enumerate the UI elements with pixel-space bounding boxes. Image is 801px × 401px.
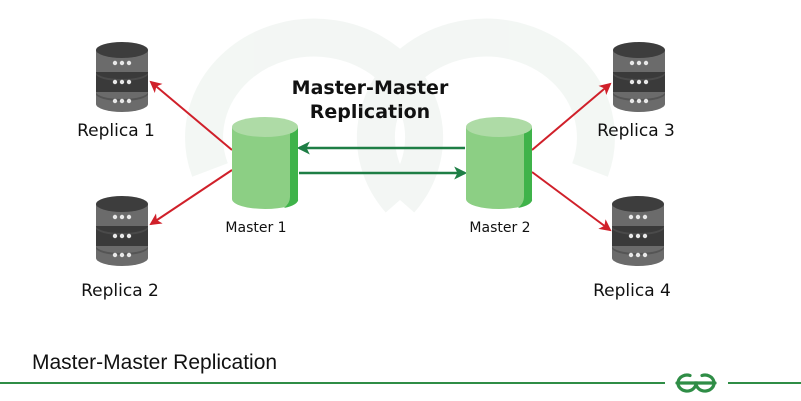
replica-1-label: Replica 1	[77, 121, 155, 141]
gfg-logo-icon	[675, 373, 717, 393]
replica-3-label: Replica 3	[597, 121, 675, 141]
replica-4-label: Replica 4	[593, 281, 671, 301]
master-2-label: Master 2	[469, 220, 531, 236]
arrow-master2-to-replica3	[531, 82, 612, 151]
replica-3-database-icon	[613, 42, 665, 112]
diagram-title: Master-Master Replication	[292, 76, 449, 124]
watermark-logo	[185, 18, 615, 213]
arrow-master1-to-replica2	[149, 169, 233, 226]
master-2-cylinder-icon	[466, 117, 533, 209]
replica-2-label: Replica 2	[81, 281, 159, 301]
diagram-title-line2: Replication	[309, 101, 431, 123]
arrow-master1-to-replica1	[149, 80, 233, 151]
figure-caption: Master-Master Replication	[32, 351, 278, 374]
replica-1-database-icon	[96, 42, 148, 112]
replica-2-database-icon	[96, 196, 148, 266]
master-1-label: Master 1	[225, 220, 287, 236]
arrow-master2-to-replica4	[531, 171, 612, 232]
master-1-cylinder-icon	[232, 117, 299, 209]
replica-4-database-icon	[612, 196, 664, 266]
diagram-title-line1: Master-Master	[291, 77, 449, 99]
